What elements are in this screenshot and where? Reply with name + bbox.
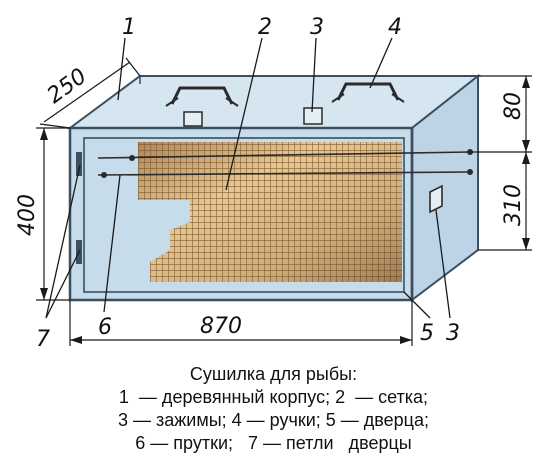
top-clamp-left <box>183 111 203 127</box>
handle-left <box>170 86 234 105</box>
part-number-6: 6 <box>98 315 112 340</box>
part-number-4: 4 <box>388 15 402 40</box>
part-number-5: 5 <box>420 321 434 346</box>
part-number-7: 7 <box>36 327 50 352</box>
top-clamp-right <box>303 107 323 125</box>
caption-title: Сушилка для рыбы: <box>189 364 358 384</box>
dim-right-height-label: 310 <box>501 184 526 226</box>
dim-top-offset-label: 80 <box>501 92 526 120</box>
dimension-arrows <box>40 76 530 344</box>
part-number-2: 2 <box>258 15 272 40</box>
caption-line-3: 6 — прутки; 7 — петли дверцы <box>135 433 412 453</box>
mesh-shading <box>138 142 402 282</box>
part-number-3-bottom: 3 <box>446 321 460 346</box>
caption-line-2: 3 — зажимы; 4 — ручки; 5 — дверца; <box>117 410 430 430</box>
caption: Сушилка для рыбы: 1 — деревянный корпус;… <box>0 363 547 455</box>
rod-lower <box>97 171 471 176</box>
side-clamp <box>429 184 443 214</box>
part-number-3-top: 3 <box>310 15 324 40</box>
dimension-lines <box>36 57 532 346</box>
dim-length-label: 870 <box>200 314 242 339</box>
box-top-face <box>66 75 481 129</box>
door-frame <box>83 137 405 293</box>
fish-dryer-drawing: 250 400 870 80 310 1 2 3 4 7 6 5 3 <box>15 15 532 352</box>
leader-lines <box>45 37 451 319</box>
rod-upper <box>97 151 471 159</box>
part-number-1: 1 <box>122 15 136 40</box>
dim-height-label: 400 <box>15 194 40 236</box>
door-hinge-upper <box>76 152 82 176</box>
handle-right <box>336 82 400 101</box>
caption-line-1: 1 — деревянный корпус; 2 — сетка; <box>118 387 429 407</box>
dim-depth-label: 250 <box>43 64 92 109</box>
